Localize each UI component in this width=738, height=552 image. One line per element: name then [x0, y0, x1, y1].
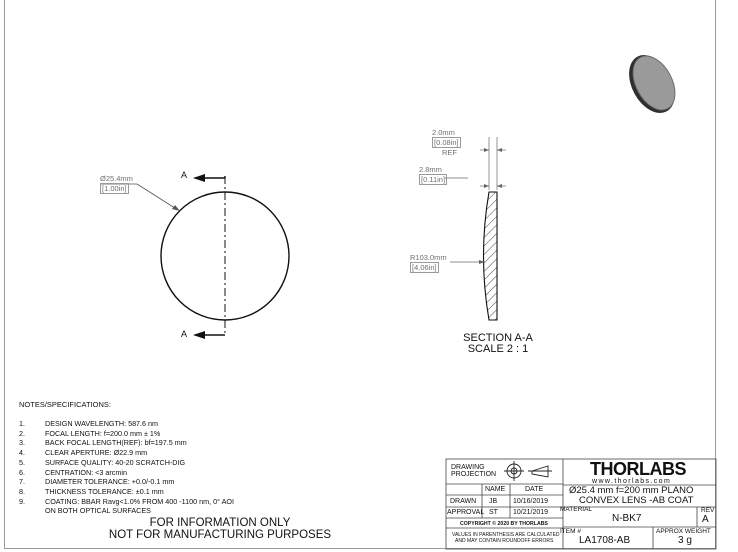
thorlabs-logo: THORLABS	[590, 459, 687, 479]
radius-dimension: R103.0mm [4.06in]	[410, 253, 447, 273]
disclaimer-line-2: NOT FOR MANUFACTURING PURPOSES	[108, 529, 332, 541]
copyright: COPYRIGHT © 2020 BY THORLABS	[460, 521, 548, 527]
description-line-2: CONVEX LENS -AB COAT	[579, 495, 694, 506]
thickness-ref: REF	[442, 148, 457, 157]
thickness-in: [0.08in]	[432, 137, 461, 148]
weight-value: 3 g	[678, 535, 692, 546]
note-item: 9.COATING: BBAR Ravg<1.0% FROM 400 -1100…	[19, 496, 234, 506]
disclaimer-line-1: FOR INFORMATION ONLY	[149, 517, 291, 529]
drawing-sheet	[4, 0, 716, 549]
note-item: 4.CLEAR APERTURE: Ø22.9 mm	[19, 448, 148, 458]
item-label: ITEM #	[560, 528, 581, 535]
material-value: N-BK7	[612, 513, 642, 524]
projection-symbol	[504, 461, 552, 481]
diameter-mm: Ø25.4mm	[100, 174, 133, 183]
note-item: 6.CENTRATION: <3 arcmin	[19, 467, 127, 477]
edge-thickness-dimension: 2.8mm [0.11in]	[419, 165, 448, 185]
material-label: MATERIAL	[560, 506, 593, 513]
notes-list: 1.DESIGN WAVELENGTH: 587.6 nm 2.FOCAL LE…	[19, 419, 234, 516]
front-view	[100, 174, 290, 339]
section-scale: SCALE 2 : 1	[467, 343, 529, 355]
section-marker-top: A	[181, 170, 188, 180]
diameter-dimension: Ø25.4mm [1.00in]	[100, 174, 133, 194]
note-item: 3.BACK FOCAL LENGTH(REF): bf=197.5 mm	[19, 438, 187, 448]
note-item: ON BOTH OPTICAL SURFACES	[45, 506, 151, 516]
note-item: 2.FOCAL LENGTH: f=200.0 mm ± 1%	[19, 428, 161, 438]
lens-3d-render	[629, 55, 676, 113]
center-thickness-dimension: 2.0mm [0.08in] REF	[432, 128, 461, 157]
title-block-lines	[445, 458, 717, 550]
date-header: DATE	[525, 486, 544, 493]
thickness-mm: 2.0mm	[432, 128, 455, 137]
note-item: 8.THICKNESS TOLERANCE: ±0.1 mm	[19, 486, 164, 496]
rev-label: REV	[701, 507, 715, 514]
edge-mm: 2.8mm	[419, 165, 442, 174]
radius-mm: R103.0mm	[410, 253, 447, 262]
drawing-projection-label: DRAWING PROJECTION	[451, 464, 497, 478]
radius-in: [4.06in]	[410, 262, 439, 273]
drawn-name: JB	[489, 498, 498, 505]
approval-name: ST	[489, 509, 498, 516]
values-note-1: VALUES IN PARENTHESIS ARE CALCULATED	[452, 532, 560, 538]
diameter-in: [1.00in]	[100, 183, 129, 194]
values-note-2: AND MAY CONTAIN ROUNDOFF ERRORS	[455, 538, 554, 544]
drawn-date: 10/16/2019	[513, 498, 549, 505]
section-title: SECTION A-A	[463, 332, 533, 344]
weight-label: APPROX WEIGHT	[656, 528, 711, 535]
approval-date: 10/21/2019	[513, 509, 549, 516]
item-value: LA1708-AB	[579, 535, 631, 546]
note-item: 1.DESIGN WAVELENGTH: 587.6 nm	[19, 419, 159, 428]
note-item: 5.SURFACE QUALITY: 40-20 SCRATCH-DIG	[19, 457, 186, 467]
rev-value: A	[702, 514, 709, 525]
website: www.thorlabs.com	[592, 478, 672, 485]
notes-title: NOTES/SPECIFICATIONS:	[19, 400, 111, 409]
name-header: NAME	[485, 486, 506, 493]
section-view-drawing	[445, 137, 506, 321]
title-block: DRAWING PROJECTION NAME DATE DRAWN JB 10…	[446, 459, 716, 549]
edge-in: [0.11in]	[419, 174, 448, 185]
drawn-label: DRAWN	[450, 498, 477, 505]
note-item: 7.DIAMETER TOLERANCE: +0.0/-0.1 mm	[19, 477, 175, 487]
approval-label: APPROVAL	[447, 509, 485, 516]
section-marker-bottom: A	[181, 329, 188, 339]
description-line-1: Ø25.4 mm f=200 mm PLANO	[569, 485, 694, 496]
